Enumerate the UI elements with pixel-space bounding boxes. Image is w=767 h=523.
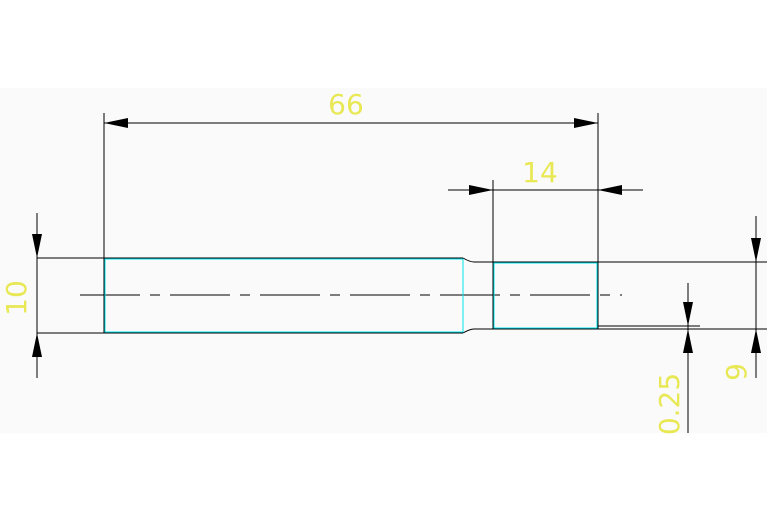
- arrow-down-icon: [683, 302, 693, 326]
- small-section-outline: [493, 262, 598, 329]
- arrow-left-icon: [104, 118, 128, 128]
- dimension-66: 66: [104, 88, 598, 128]
- drawing-area: [0, 88, 767, 433]
- arrow-left-icon: [598, 185, 622, 195]
- dimension-label-small-diameter: 9: [720, 363, 753, 381]
- arrow-right-icon: [469, 185, 493, 195]
- dimension-label-step-depth: 0.25: [653, 373, 686, 435]
- arrow-right-icon: [574, 118, 598, 128]
- arrow-up-icon: [751, 329, 761, 353]
- part-outline-cyan: [104, 258, 598, 333]
- large-section-outline: [104, 258, 464, 333]
- dimension-9: 9: [720, 216, 761, 381]
- dimension-label-large-diameter: 10: [0, 280, 33, 316]
- dimension-label-overall-length: 66: [328, 88, 364, 121]
- arrow-up-icon: [683, 329, 693, 353]
- dimension-14: 14: [448, 156, 643, 195]
- dimension-10: 10: [0, 213, 42, 378]
- dimension-0-25: 0.25: [653, 283, 693, 435]
- part-outline-black: [37, 113, 767, 334]
- arrow-up-icon: [32, 333, 42, 357]
- arrow-down-icon: [32, 234, 42, 258]
- top-edge-small: [462, 257, 767, 263]
- dimension-label-step-length: 14: [522, 156, 558, 189]
- arrow-down-icon: [751, 238, 761, 262]
- bottom-edge-small: [462, 328, 767, 334]
